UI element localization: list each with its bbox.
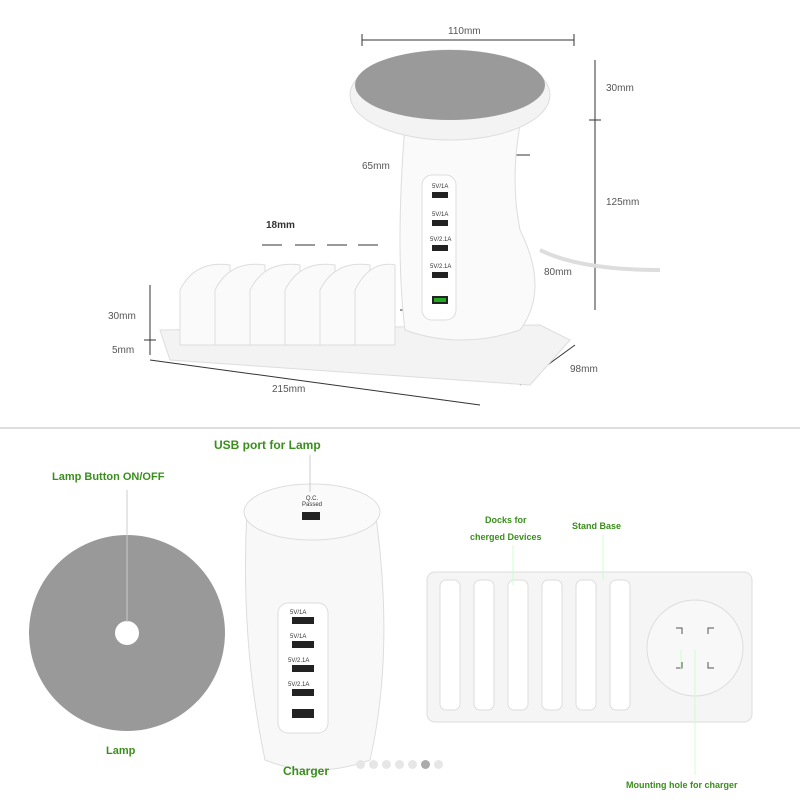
label-lamp: Lamp bbox=[106, 745, 136, 757]
port-label: 5V/1A bbox=[290, 634, 307, 640]
carousel-dot[interactable] bbox=[408, 760, 417, 769]
carousel-indicator bbox=[356, 760, 443, 769]
label-docks: Docks for cherged Devices bbox=[470, 515, 542, 542]
label-mounting-hole: Mounting hole for charger bbox=[626, 780, 738, 790]
port-label: 5V/2.1A bbox=[288, 682, 310, 688]
label-charger: Charger bbox=[283, 764, 330, 778]
dim-cap-height: 30mm bbox=[606, 83, 634, 94]
label-lamp-button: Lamp Button ON/OFF bbox=[52, 471, 165, 483]
carousel-dot[interactable] bbox=[369, 760, 378, 769]
dim-length: 215mm bbox=[272, 384, 306, 395]
port-label: 5V/1A bbox=[290, 610, 307, 616]
port-label: 5V/1A bbox=[432, 212, 449, 218]
dim-depth: 98mm bbox=[570, 364, 598, 375]
label-stand-base: Stand Base bbox=[572, 521, 622, 531]
port-label: 5V/1A bbox=[432, 184, 449, 190]
dim-base-height: 5mm bbox=[112, 345, 135, 356]
port-label: 5V/2.1A bbox=[430, 237, 452, 243]
qc-label: Q.C. Passed bbox=[301, 496, 322, 508]
dim-stem-width: 65mm bbox=[362, 161, 390, 172]
label-usb-lamp: USB port for Lamp bbox=[214, 438, 321, 452]
dim-width-top: 110mm bbox=[448, 26, 481, 37]
dim-base-width: 80mm bbox=[544, 267, 572, 278]
carousel-dot[interactable] bbox=[382, 760, 391, 769]
dim-dock-height: 30mm bbox=[108, 311, 136, 322]
dim-slot-width: 18mm bbox=[266, 220, 295, 231]
carousel-dot[interactable] bbox=[421, 760, 430, 769]
carousel-dot[interactable] bbox=[434, 760, 443, 769]
carousel-dot[interactable] bbox=[395, 760, 404, 769]
port-label: 5V/2.1A bbox=[430, 264, 452, 270]
dim-body-height: 125mm bbox=[606, 197, 640, 208]
carousel-dot[interactable] bbox=[356, 760, 365, 769]
port-label: 5V/2.1A bbox=[288, 658, 310, 664]
